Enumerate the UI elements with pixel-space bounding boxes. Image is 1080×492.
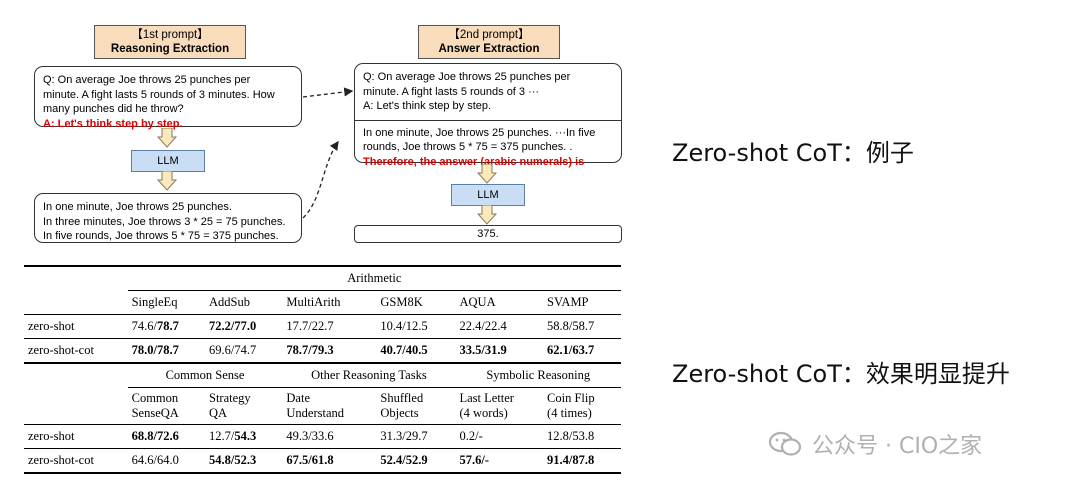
second-prompt-tag: 【2nd prompt】 bbox=[448, 29, 530, 41]
wechat-icon bbox=[768, 431, 802, 456]
table-cell: 0.2/- bbox=[455, 424, 544, 449]
col-header: AQUA bbox=[455, 290, 544, 315]
reasoning-output-box: In one minute, Joe throws 25 punches. In… bbox=[34, 193, 302, 243]
answer-value: 375. bbox=[477, 228, 499, 240]
q2-trigger: Therefore, the answer (arabic numerals) … bbox=[363, 155, 585, 168]
table-cell: 91.4/87.8 bbox=[543, 448, 621, 474]
table-cell: 49.3/33.6 bbox=[282, 424, 377, 449]
down-arrow-icon bbox=[157, 171, 177, 191]
table-cell: 78.7/79.3 bbox=[282, 338, 377, 364]
table-cell: 12.7/54.3 bbox=[205, 424, 283, 449]
col-header: Coin Flip(4 times) bbox=[543, 387, 621, 425]
table-cell: 58.8/58.7 bbox=[543, 314, 621, 339]
table-cell: 74.6/78.7 bbox=[127, 314, 205, 339]
table-cell: 33.5/31.9 bbox=[455, 338, 544, 364]
down-arrow-icon bbox=[157, 128, 177, 148]
first-prompt-title: Reasoning Extraction bbox=[110, 43, 230, 55]
down-arrow-icon bbox=[477, 205, 497, 225]
col-header: SingleEq bbox=[127, 290, 205, 315]
table-cell: 52.4/52.9 bbox=[376, 448, 456, 474]
col-header: MultiArith bbox=[282, 290, 377, 315]
table-cell: 69.6/74.7 bbox=[205, 338, 283, 364]
table-cell: 78.0/78.7 bbox=[127, 338, 205, 364]
q1-line1: Q: On average Joe throws 25 punches per bbox=[43, 74, 251, 86]
second-prompt-title: Answer Extraction bbox=[438, 43, 540, 55]
row-name: zero-shot-cot bbox=[24, 448, 128, 474]
row-name: zero-shot-cot bbox=[24, 338, 128, 364]
table-cell: 40.7/40.5 bbox=[376, 338, 456, 364]
q2-line3: A: Let's think step by step. bbox=[363, 100, 492, 112]
col-header: SVAMP bbox=[543, 290, 621, 315]
watermark-text: 公众号 · CIO之家 bbox=[812, 434, 983, 459]
q2-line2: minute. A fight lasts 5 rounds of 3 ··· bbox=[363, 85, 540, 98]
reasoning-line1: In one minute, Joe throws 25 punches. bbox=[43, 201, 232, 213]
row-name: zero-shot bbox=[24, 314, 128, 339]
table-cell: 54.8/52.3 bbox=[205, 448, 283, 474]
table-cell: 10.4/12.5 bbox=[376, 314, 456, 339]
table-cell: 57.6/- bbox=[455, 448, 544, 474]
table-cell: 31.3/29.7 bbox=[376, 424, 456, 449]
down-arrow-icon bbox=[477, 164, 497, 184]
table-cell: 67.5/61.8 bbox=[282, 448, 377, 474]
group-symbolic: Symbolic Reasoning bbox=[455, 363, 621, 388]
row-name: zero-shot bbox=[24, 424, 128, 449]
table-cell: 17.7/22.7 bbox=[282, 314, 377, 339]
reasoning-line2: In three minutes, Joe throws 3 * 25 = 75… bbox=[43, 215, 286, 228]
dashed-arrow-reasoning bbox=[302, 140, 339, 219]
reasoning-line3: In five rounds, Joe throws 5 * 75 = 375 … bbox=[43, 230, 279, 242]
first-prompt-header: 【1st prompt】 Reasoning Extraction bbox=[94, 25, 246, 59]
table-cell: 12.8/53.8 bbox=[543, 424, 621, 449]
group-arithmetic: Arithmetic bbox=[127, 265, 621, 291]
col-header: GSM8K bbox=[376, 290, 456, 315]
table-cell: 64.6/64.0 bbox=[127, 448, 205, 474]
q1-trigger: A: Let's think step by step. bbox=[43, 117, 183, 130]
second-prompt-header: 【2nd prompt】 Answer Extraction bbox=[418, 25, 560, 59]
first-prompt-tag: 【1st prompt】 bbox=[131, 29, 209, 41]
label-example: Zero-shot CoT：例子 bbox=[672, 139, 914, 167]
answer-box: 375. bbox=[354, 225, 622, 243]
q2-line5: rounds, Joe throws 5 * 75 = 375 punches.… bbox=[363, 141, 573, 153]
llm-box-2: LLM bbox=[451, 184, 525, 206]
table-cell: 62.1/63.7 bbox=[543, 338, 621, 364]
col-header: Last Letter(4 words) bbox=[455, 387, 544, 425]
group-common-sense: Common Sense bbox=[127, 363, 283, 388]
table-cell: 22.4/22.4 bbox=[455, 314, 544, 339]
q2-line4: In one minute, Joe throws 25 punches. ··… bbox=[363, 126, 596, 139]
question-box-2: Q: On average Joe throws 25 punches per … bbox=[354, 63, 622, 168]
label-result: Zero-shot CoT：效果明显提升 bbox=[672, 360, 1010, 388]
col-header: AddSub bbox=[205, 290, 283, 315]
q2-line1: Q: On average Joe throws 25 punches per bbox=[363, 71, 571, 83]
table-cell: 68.8/72.6 bbox=[127, 424, 205, 449]
q2-divider bbox=[355, 119, 621, 121]
q1-line3: many punches did he throw? bbox=[43, 103, 184, 115]
q1-line2: minute. A fight lasts 5 rounds of 3 minu… bbox=[43, 88, 275, 101]
question-box-1: Q: On average Joe throws 25 punches per … bbox=[34, 66, 302, 130]
watermark: 公众号 · CIO之家 bbox=[768, 428, 982, 460]
results-table: Arithmetic SingleEq AddSub MultiArith GS… bbox=[24, 265, 621, 474]
dashed-arrow-question bbox=[302, 87, 354, 98]
group-other-reasoning: Other Reasoning Tasks bbox=[282, 363, 456, 388]
table-cell: 72.2/77.0 bbox=[205, 314, 283, 339]
